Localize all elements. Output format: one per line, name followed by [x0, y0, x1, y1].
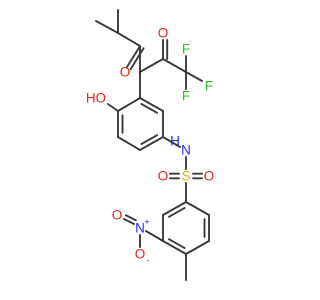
bond-ketone2-cf3	[162, 58, 187, 73]
sulfonyl-oxygen-right-label: O	[204, 169, 215, 184]
nitro-plus-charge: +	[144, 217, 149, 227]
sulfur-label: S	[181, 169, 190, 184]
sulfonyl-oxygen-left-label: O	[158, 169, 169, 184]
nitro-minus-charge: -	[147, 255, 150, 265]
hydroxyl-label: HO	[86, 91, 106, 106]
fluorine-bottom-label: F	[182, 89, 190, 104]
bond-ring2-nitro	[145, 230, 164, 242]
amide-nitrogen-label: N	[181, 143, 191, 158]
bond-ketone1-oxygen-2	[129, 47, 145, 71]
bond-ring2-jk	[185, 240, 210, 255]
nitro-oxygen-left-label: O	[112, 208, 123, 223]
bond-ring2-ij-inner	[168, 238, 186, 249]
ketone-oxygen-2-label: O	[158, 26, 169, 41]
ketone-oxygen-1-label: O	[120, 65, 131, 80]
bond-ch-ketone2	[139, 58, 164, 73]
bond-ring1-fa-inner	[140, 103, 159, 114]
bond-ipr-ketone1	[117, 32, 141, 47]
bond-ring1-de-inner	[140, 134, 159, 145]
nitro-nitrogen-label: N	[135, 221, 145, 236]
bond-nitro-o-left	[123, 218, 135, 225]
bond-ring1-de	[139, 136, 164, 151]
bond-ketone1-oxygen	[126, 45, 141, 68]
bond-cf3-f-right	[185, 71, 203, 82]
bond-ring2-gh	[162, 201, 187, 216]
bond-ring1-ab	[117, 97, 141, 112]
fluorine-top-label: F	[182, 42, 190, 57]
bond-nitro-o-left-2	[124, 214, 137, 222]
bond-ring2-ij	[162, 240, 187, 255]
bond-ring1-cd	[117, 136, 141, 151]
bond-ring1-nh	[162, 136, 181, 148]
fluorine-right-label: F	[205, 79, 213, 94]
bond-ring1-fa	[139, 97, 164, 112]
nitro-oxygen-bottom-label: O	[135, 247, 146, 262]
bonds	[95, 9, 210, 281]
amide-hydrogen-label: H	[170, 134, 180, 149]
bond-ipr-methyl-a	[95, 20, 119, 34]
bond-ring1-hydroxyl	[107, 103, 119, 112]
bond-ring2-gh-inner	[168, 207, 186, 218]
bond-ring2-lg	[185, 201, 210, 216]
